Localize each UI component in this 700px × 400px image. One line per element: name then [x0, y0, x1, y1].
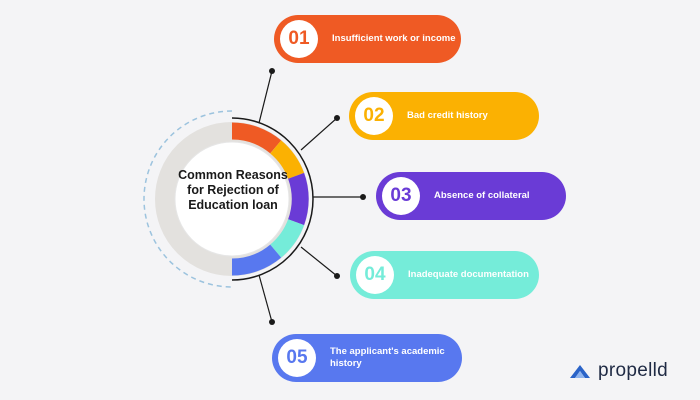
dark-outer-arc: [231, 117, 314, 281]
connector-dot-03: [360, 194, 366, 200]
reason-label: The applicant's academic history: [330, 346, 445, 369]
connector-dot-04: [334, 273, 340, 279]
reason-pill-03: 03 Absence of collateral: [376, 172, 566, 220]
reason-number: 05: [278, 339, 316, 377]
ring-segment-03: [287, 172, 309, 226]
connector-01: [258, 70, 273, 124]
connector-05: [258, 274, 273, 323]
brand-logo-text: propelld: [598, 360, 669, 381]
reason-pill-04: 04 Inadequate documentation: [350, 251, 539, 299]
connector-dot-05: [269, 319, 275, 325]
connector-02: [300, 117, 338, 151]
connector-dot-02: [334, 115, 340, 121]
brand-logo: propelld: [568, 360, 668, 382]
connector-04: [300, 246, 338, 277]
ring-segment-02: [270, 140, 305, 180]
reason-label: Insufficient work or income: [332, 33, 456, 44]
reason-number: 02: [355, 97, 393, 135]
center-circle: [174, 141, 290, 257]
connector-dot-01: [269, 68, 275, 74]
center-title: Common Reasons for Rejection of Educatio…: [178, 168, 288, 212]
reason-label: Bad credit history: [407, 110, 488, 121]
reason-label: Inadequate documentation: [408, 269, 529, 280]
propelld-logo-icon: [570, 365, 590, 378]
reason-label: Absence of collateral: [434, 190, 530, 201]
ring-segment-05: [231, 244, 282, 276]
ring-segment-01: [231, 122, 282, 154]
ring-segment-04: [270, 218, 305, 258]
reason-number: 01: [280, 20, 318, 58]
reason-pill-02: 02 Bad credit history: [349, 92, 539, 140]
reason-pill-05: 05 The applicant's academic history: [272, 334, 462, 382]
dashed-outer-arc: [143, 110, 233, 288]
reason-pill-01: 01 Insufficient work or income: [274, 15, 461, 63]
reason-number: 04: [356, 256, 394, 294]
reason-number: 03: [382, 177, 420, 215]
